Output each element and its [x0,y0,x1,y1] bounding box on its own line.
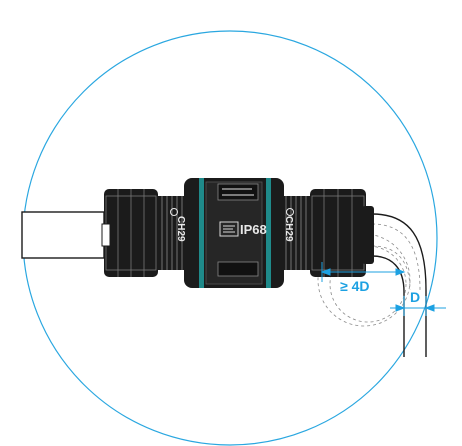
diameter-label: D [410,289,420,305]
right-thread [282,196,310,270]
wrench-size-right: CH29 [283,216,294,242]
right-gland-nut [310,189,374,277]
wrench-mark-right-icon [286,208,294,216]
ip-rating-label: IP68 [240,222,267,237]
left-thread [158,196,186,270]
wrench-size-left: CH29 [175,216,186,242]
bottom-plate [217,261,259,277]
rating-plate [217,183,259,201]
left-gland-nut [101,189,158,277]
left-cable [21,211,105,259]
center-body: IP68 [184,178,284,288]
seal-ring-right [266,178,271,288]
bend-radius-label: ≥ 4D [340,278,369,294]
diameter-dimension [390,296,446,316]
certification-logo-icon [219,221,239,237]
wrench-mark-left-icon [170,208,178,216]
right-bent-cable [371,213,427,357]
bend-radius-dimension [320,262,406,282]
seal-ring-left [199,178,204,288]
